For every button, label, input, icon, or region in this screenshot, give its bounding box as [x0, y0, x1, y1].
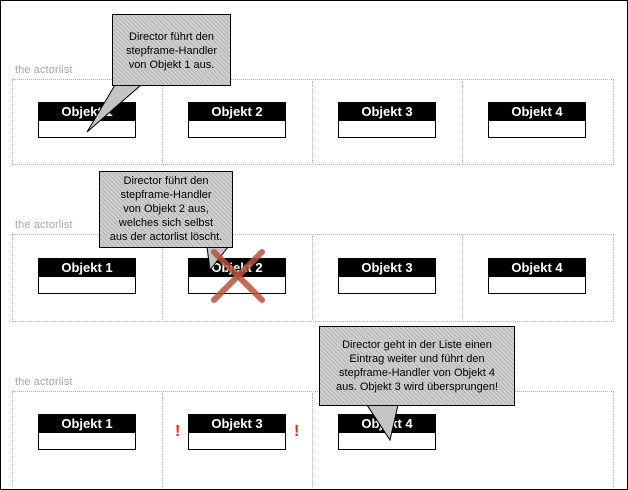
- row-1-divider-1: [162, 81, 163, 163]
- row-3-object-1: Objekt 1: [38, 414, 136, 450]
- row-2-divider-1: [162, 236, 163, 320]
- callout-2-line-5: aus der actorlist löscht.: [109, 231, 223, 243]
- callout-3-line-3: stepframe-Handler von Objekt 4: [339, 367, 495, 379]
- callout-1-pointer-shape: [86, 84, 143, 133]
- skip-marker-left: !: [175, 423, 181, 440]
- object-label: Objekt 3: [339, 103, 435, 121]
- callout-1-line-3: von Objekt 1 aus.: [128, 59, 215, 71]
- object-label: Objekt 3: [339, 259, 435, 277]
- callout-2-line-1: Director führt den: [123, 175, 209, 187]
- row-3-divider-2: [312, 393, 313, 487]
- callout-2-line-3: von Objekt 2 aus,: [123, 203, 209, 215]
- callout-1-line-2: stepframe-Handler: [125, 45, 218, 57]
- callout-3-line-4: aus. Objekt 3 wird übersprungen!: [335, 381, 499, 393]
- row-1-object-3: Objekt 3: [338, 102, 436, 138]
- object-label: Objekt 4: [489, 259, 585, 277]
- callout-3: Director geht in der Liste einen Eintrag…: [319, 326, 515, 406]
- row-1-label: the actorlist: [15, 64, 73, 76]
- row-2-label: the actorlist: [15, 219, 73, 231]
- row-2-object-1: Objekt 1: [38, 258, 136, 294]
- row-3-divider-1: [162, 393, 163, 487]
- callout-3-pointer-shape: [366, 404, 399, 442]
- callout-3-line-2: Eintrag weiter und führt den: [349, 353, 485, 365]
- callout-1: Director führt den stepframe-Handler von…: [112, 14, 231, 86]
- callout-2-line-4: welches sich selbst: [118, 217, 214, 229]
- row-3-object-4: Objekt 4: [338, 414, 436, 450]
- callout-3-pointer: [366, 404, 399, 442]
- row-1-divider-2: [312, 81, 313, 163]
- row-1-divider-3: [462, 81, 463, 163]
- row-1-actorlist: [12, 79, 614, 165]
- callout-2-line-2: stepframe-Handler: [120, 189, 212, 201]
- row-3-actorlist: [12, 391, 614, 487]
- row-1-object-2: Objekt 2: [188, 102, 286, 138]
- row-2-object-2: Objekt 2: [188, 258, 286, 294]
- delete-cross-icon: [211, 249, 265, 303]
- object-label: Objekt 3: [189, 415, 285, 433]
- callout-1-line-1: Director führt den: [129, 31, 214, 43]
- callout-3-line-1: Director geht in der Liste einen: [342, 339, 492, 351]
- object-label: Objekt 2: [189, 103, 285, 121]
- row-2-actorlist: [12, 234, 614, 322]
- callout-1-pointer: [86, 84, 143, 133]
- callout-2: Director führt den stepframe-Handler von…: [99, 171, 233, 248]
- row-2-divider-2: [312, 236, 313, 320]
- object-label: Objekt 1: [39, 415, 135, 433]
- cross-stroke-2: [211, 249, 265, 303]
- row-3-label: the actorlist: [15, 376, 73, 388]
- row-2-divider-3: [462, 236, 463, 320]
- row-1-object-4: Objekt 4: [488, 102, 586, 138]
- row-2-object-3: Objekt 3: [338, 258, 436, 294]
- object-label: Objekt 4: [489, 103, 585, 121]
- row-2-object-4: Objekt 4: [488, 258, 586, 294]
- skip-marker-right: !: [294, 423, 300, 440]
- row-3-object-3: Objekt 3: [188, 414, 286, 450]
- object-label: Objekt 1: [39, 259, 135, 277]
